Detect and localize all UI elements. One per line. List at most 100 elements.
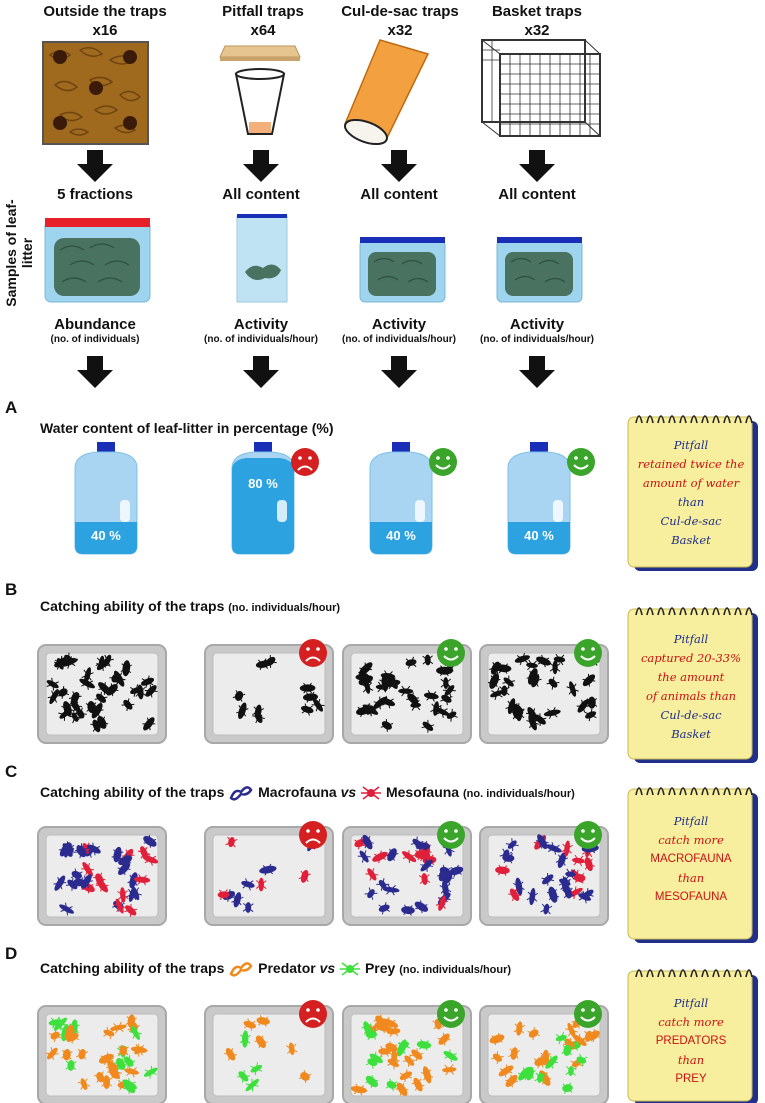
critter-icon — [109, 671, 123, 685]
critter-icon — [549, 660, 561, 675]
critter-icon — [118, 853, 133, 867]
critter-icon — [558, 875, 571, 889]
critter-icon — [433, 705, 450, 718]
critter-icon — [534, 1072, 546, 1083]
critter-icon — [443, 1049, 458, 1063]
critter-icon — [144, 684, 158, 698]
critter-icon — [239, 1030, 251, 1048]
critter-icon — [582, 857, 596, 872]
sad-face-icon — [299, 639, 327, 667]
critter-icon — [418, 873, 431, 886]
critter-icon — [264, 655, 277, 668]
section-title-d-vs: vs — [319, 960, 336, 976]
critter-icon — [85, 700, 97, 714]
critter-icon — [59, 902, 74, 916]
water-bottle-culdesac — [369, 442, 433, 555]
critter-icon — [421, 719, 435, 733]
critter-icon — [378, 1046, 391, 1057]
happy-face-icon — [437, 1000, 465, 1028]
col-title-pitfall: Pitfall traps — [222, 3, 304, 20]
note-d-line-2: catch more — [658, 1015, 724, 1029]
critter-icon — [498, 685, 510, 697]
critter-icon — [388, 1050, 400, 1064]
critter-icon — [232, 690, 246, 702]
critter-icon — [62, 652, 75, 666]
section-title-c-vs: vs — [340, 784, 357, 800]
critter-icon — [77, 1078, 91, 1090]
down-arrow-icon — [519, 150, 555, 182]
note-b-line-1: Pitfall — [673, 632, 709, 646]
critter-icon — [582, 673, 596, 687]
critter-icon — [122, 1055, 136, 1068]
critter-icon — [53, 875, 67, 891]
critter-icon — [565, 1065, 577, 1076]
down-arrow-icon — [381, 356, 417, 388]
critter-icon — [130, 684, 142, 697]
critter-icon — [361, 834, 374, 850]
down-arrow-icon — [519, 356, 555, 388]
tray — [342, 821, 472, 926]
critter-icon — [259, 863, 277, 876]
tray — [342, 1000, 472, 1103]
tray — [342, 639, 472, 744]
mid-label-basket: All content — [498, 186, 576, 203]
section-letter-c: C — [5, 762, 18, 781]
tray — [37, 826, 167, 926]
critter-icon — [586, 696, 598, 709]
critter-icon — [487, 673, 501, 689]
critter-icon — [103, 1026, 115, 1040]
critter-icon — [541, 872, 555, 886]
down-arrow-icon — [77, 356, 113, 388]
critter-icon — [443, 684, 456, 697]
critter-icon — [575, 1053, 588, 1067]
critter-icon — [350, 1083, 368, 1096]
trap-illustrations — [42, 39, 601, 146]
critter-icon — [126, 886, 139, 902]
critter-icon — [122, 1077, 137, 1091]
culdesac-tube-icon — [344, 39, 430, 146]
critter-icon — [535, 834, 549, 850]
water-bottle-basket — [507, 442, 571, 555]
water-bottle-pitfall — [231, 442, 295, 555]
critter-icon — [555, 852, 569, 868]
critter-icon — [231, 892, 244, 908]
note-c-line-5: MESOFAUNA — [654, 891, 728, 903]
happy-face-icon — [437, 639, 465, 667]
critter-icon — [491, 1051, 504, 1065]
critter-icon — [81, 667, 94, 684]
tray — [479, 1000, 609, 1103]
note-a-line-3: amount of water — [642, 476, 740, 490]
critter-icon — [441, 872, 455, 885]
critter-icon — [365, 1055, 379, 1069]
section-letter-d: D — [5, 944, 18, 963]
critter-icon — [299, 682, 316, 694]
critter-icon — [376, 878, 390, 891]
critter-icon — [505, 838, 519, 852]
critter-icon — [285, 1042, 298, 1056]
note-c-line-3: MACROFAUNA — [650, 853, 732, 865]
critter-icon — [420, 859, 434, 872]
arrow-row-2 — [77, 356, 555, 388]
critter-icon — [106, 1059, 120, 1073]
sample-bin-pitfall — [236, 214, 288, 303]
note-b: Pitfall captured 20-33% the amount of an… — [632, 630, 750, 744]
tray — [479, 639, 609, 744]
critter-icon — [587, 1028, 601, 1042]
critter-icon — [365, 1075, 379, 1088]
critter-icon — [561, 1044, 574, 1056]
critter-icon — [46, 677, 59, 691]
section-title-b-suffix: (no. individuals/hour) — [228, 602, 341, 614]
down-arrow-icon — [243, 150, 279, 182]
critter-icon — [421, 1066, 434, 1084]
critter-icon — [243, 1018, 257, 1031]
col-title-outside: Outside the traps — [43, 3, 167, 20]
critter-icon — [242, 902, 254, 913]
note-a-line-4: than — [677, 495, 705, 509]
notebook-icon — [627, 787, 758, 943]
section-title-c-suffix: (no. individuals/hour) — [462, 788, 575, 800]
tray — [37, 644, 167, 744]
critter-icon — [365, 868, 379, 881]
critter-icon — [536, 654, 551, 668]
unit-outside: (no. of individuals) — [50, 334, 140, 345]
note-a-line-2: retained twice the — [637, 457, 745, 471]
